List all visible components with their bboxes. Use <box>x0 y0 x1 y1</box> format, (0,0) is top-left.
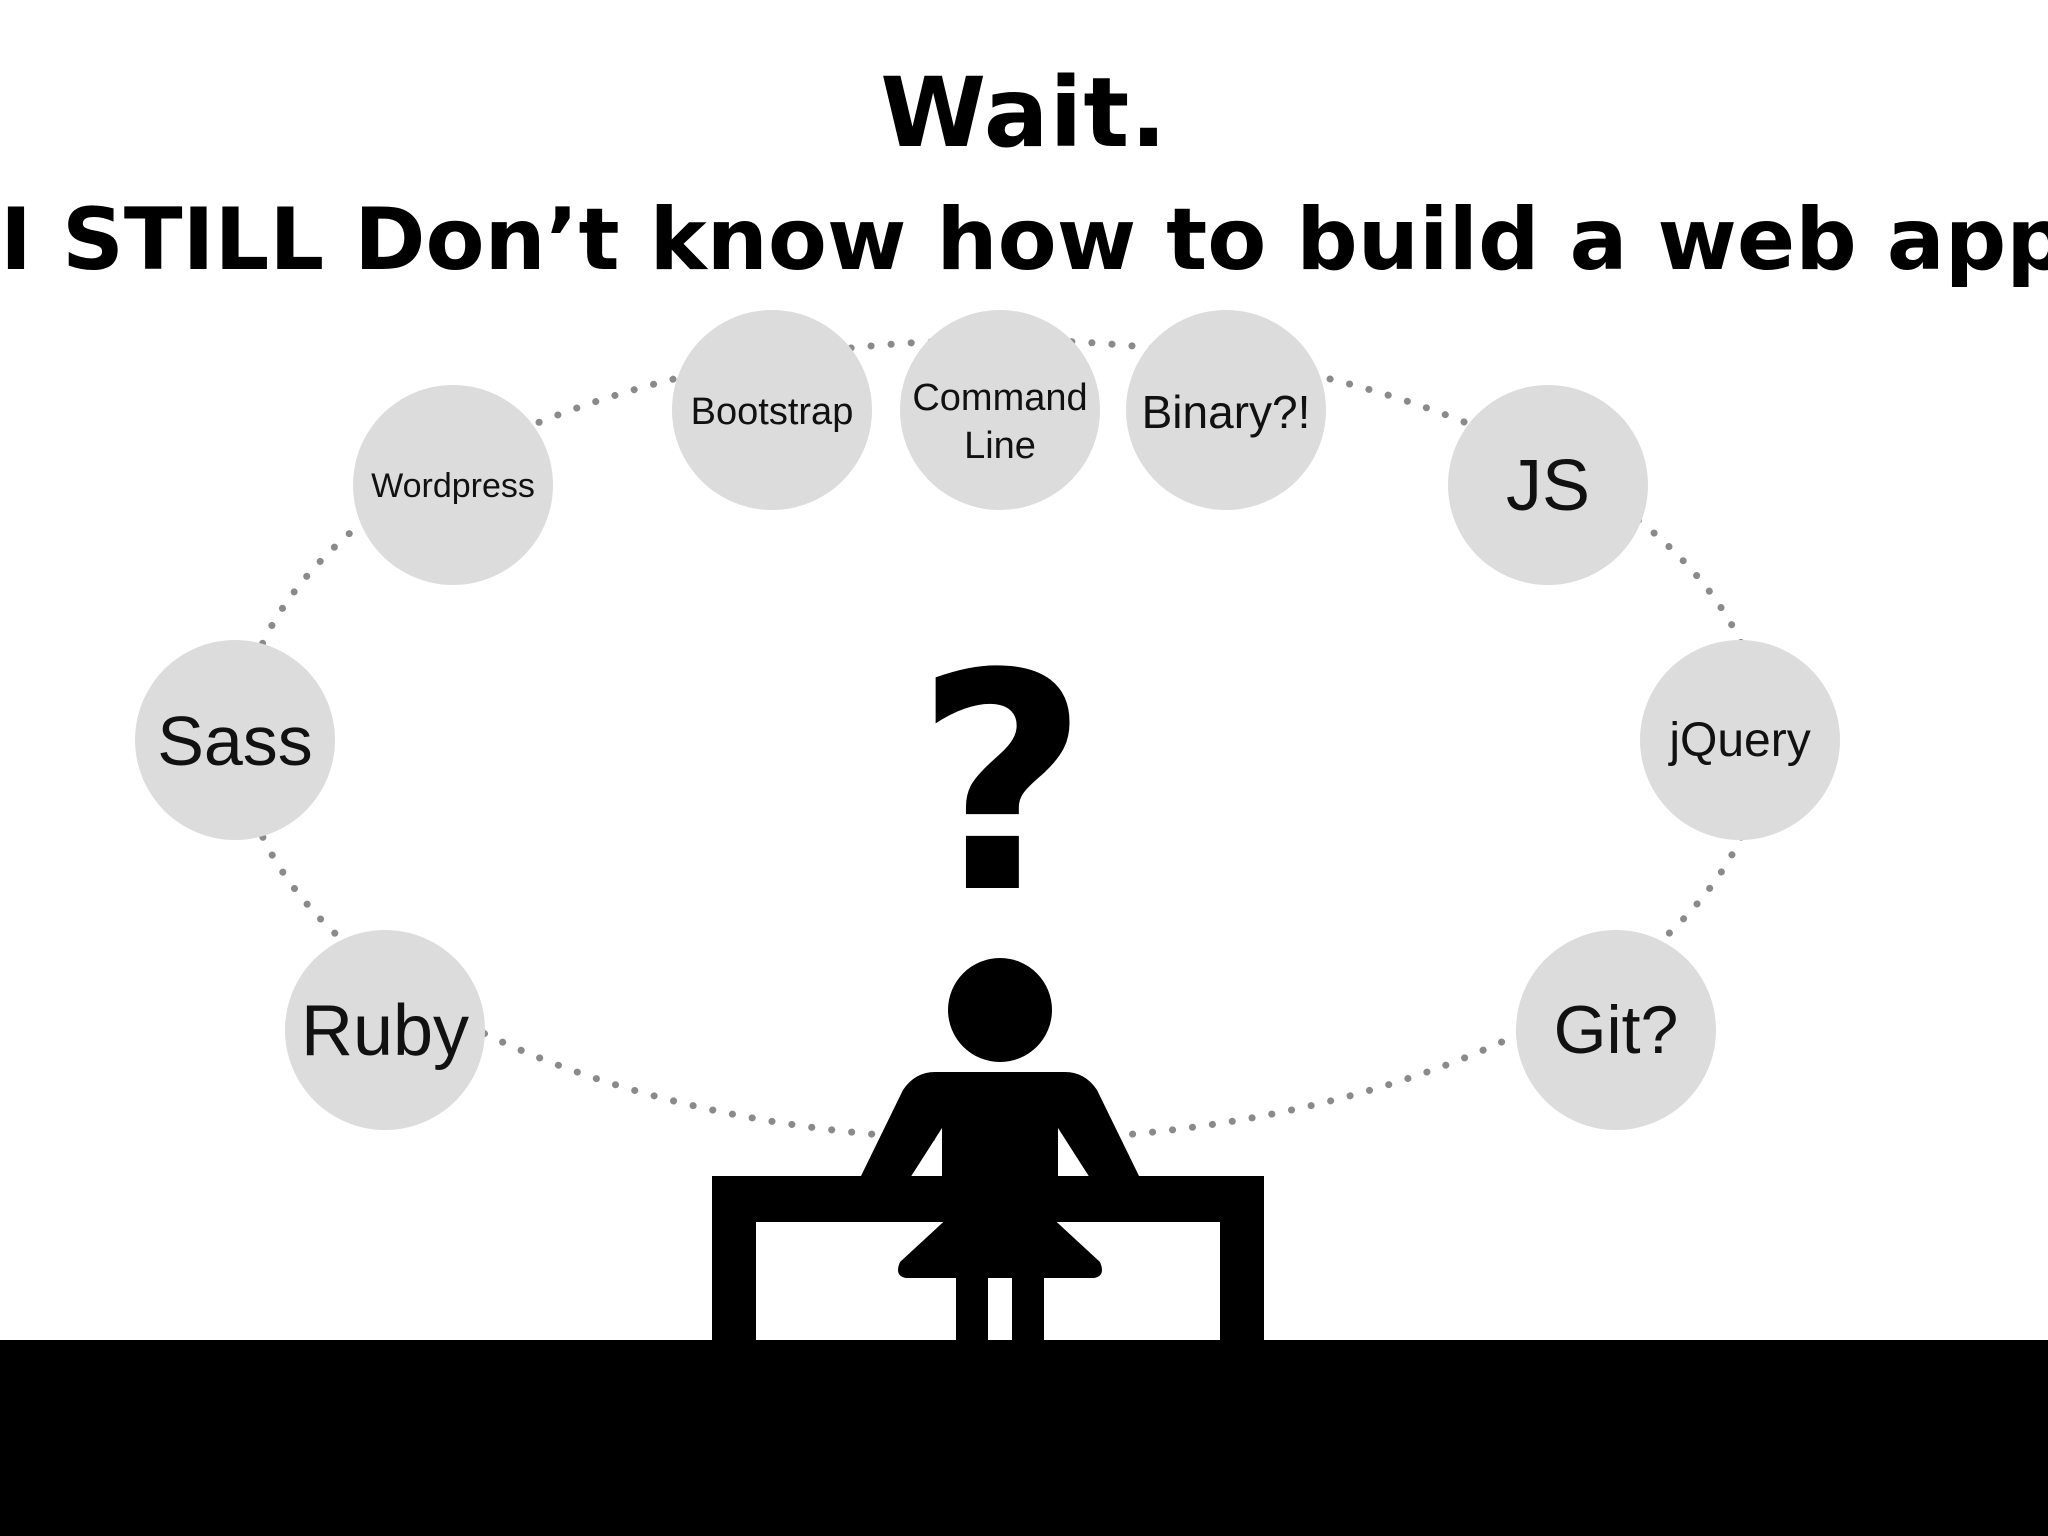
topic-bubble-jquery: jQuery <box>1640 640 1840 840</box>
question-mark-icon: ? <box>915 610 1089 959</box>
floor-bar <box>0 1340 2048 1536</box>
topic-bubble-ruby: Ruby <box>285 930 485 1130</box>
title-line-2: I STILL Don’t know how to build a web ap… <box>0 190 2048 290</box>
topic-bubble-sass: Sass <box>135 640 335 840</box>
topic-label-command-line-2: Line <box>964 425 1036 467</box>
topic-label-js: JS <box>1506 446 1590 526</box>
topic-bubble-js: JS <box>1448 385 1648 585</box>
topic-label-ruby: Ruby <box>301 991 469 1071</box>
topic-label-wordpress: Wordpress <box>371 467 535 505</box>
topic-bubble-bootstrap: Bootstrap <box>672 310 872 510</box>
topic-bubble-git: Git? <box>1516 930 1716 1130</box>
topic-label-command-line-1: Command <box>912 377 1087 419</box>
topic-label-sass: Sass <box>157 702 313 780</box>
topic-bubble-command-line: Command Line <box>900 310 1100 510</box>
topic-label-git: Git? <box>1554 992 1679 1068</box>
topic-bubble-binary: Binary?! <box>1126 310 1326 510</box>
title-line-1: Wait. <box>880 57 1168 169</box>
person-icon <box>860 958 1140 1340</box>
topic-label-jquery: jQuery <box>1667 714 1810 767</box>
topic-label-binary: Binary?! <box>1142 386 1311 438</box>
topic-label-bootstrap: Bootstrap <box>691 391 854 433</box>
topic-bubble-wordpress: Wordpress <box>353 385 553 585</box>
